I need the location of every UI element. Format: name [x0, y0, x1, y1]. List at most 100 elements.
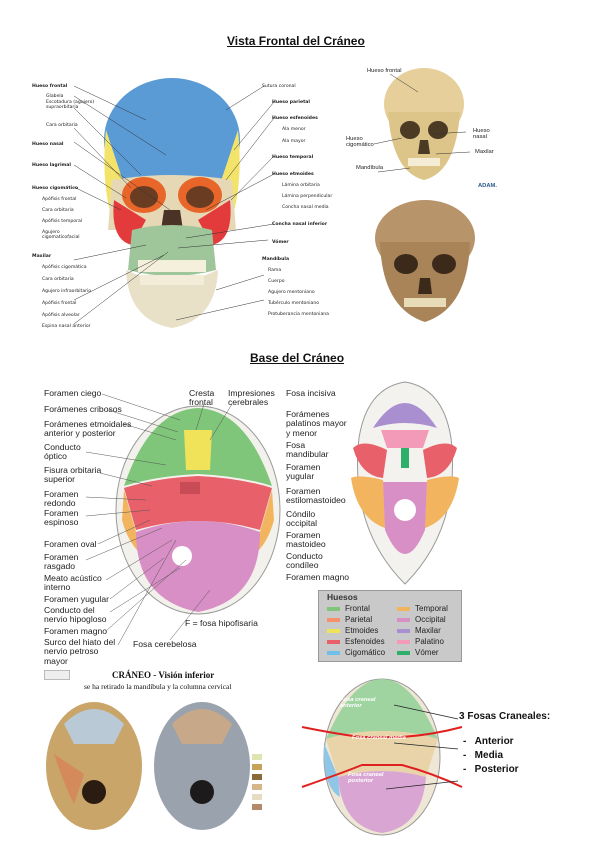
legend-label: Frontal: [345, 604, 370, 613]
base-label: Foramen mastoideo: [286, 530, 326, 550]
inferior-skull-photos: [44, 694, 268, 834]
legend-title: Huesos: [327, 592, 358, 602]
legend-item: Cigomático: [327, 648, 385, 657]
base-label: Impresiones cerebrales: [228, 388, 275, 408]
legend-item: Esfenoides: [327, 637, 385, 646]
title-front: Vista Frontal del Cráneo: [227, 34, 365, 48]
small-skull-label: Maxilar: [475, 149, 494, 155]
fossa-label: Fosa craneal anterior: [340, 697, 376, 710]
base-label: Conducto del nervio hipogloso: [44, 605, 107, 625]
front-label: Hueso frontal: [32, 84, 68, 89]
base-label: Foramen ciego: [44, 388, 102, 398]
base-label: Fisura orbitaria superior: [44, 465, 102, 485]
fosas-title: 3 Fosas Craneales:: [459, 711, 551, 722]
fosa-item: - Media: [463, 750, 504, 761]
small-skull-label: Hueso cigomático: [346, 136, 374, 149]
adam-logo: ADAM.: [478, 183, 497, 189]
front-label: Sutura coronal: [262, 84, 296, 89]
legend-label: Cigomático: [345, 648, 386, 657]
legend-item: Maxilar: [397, 626, 441, 635]
legend-item: Parietal: [327, 615, 372, 624]
front-label: Hueso esfenoides: [272, 116, 318, 121]
front-label: Cara orbitaria: [46, 123, 78, 128]
legend-item: Palatino: [397, 637, 444, 646]
legend-swatch: [327, 650, 340, 655]
base-label: Surco del hiato del nervio petroso mayor: [44, 637, 116, 666]
front-label: Hueso etmoides: [272, 172, 314, 177]
legend-swatch: [327, 617, 340, 622]
front-label: Agujero cigomaticofacial: [42, 230, 80, 240]
front-label: Apófisis frontal: [42, 197, 77, 202]
legend-swatch: [397, 617, 410, 622]
small-skull-label: Mandíbula: [356, 165, 384, 171]
front-label: Apófisis temporal: [42, 219, 83, 224]
base-label: Forámenes etmoidales anterior y posterio…: [44, 419, 132, 439]
fosa-item: - Posterior: [463, 764, 519, 775]
small-skull-label: Hueso frontal: [367, 68, 402, 74]
front-label: Protuberancia mentoniana: [268, 312, 329, 317]
legend-label: Vómer: [415, 648, 439, 657]
base-label: Foramen estilomastoideo: [286, 486, 346, 506]
base-label: Foramen magno: [286, 572, 350, 582]
legend-swatch: [327, 628, 340, 633]
front-label: Apófisis alveolar: [42, 313, 80, 318]
base-label: Conducto condíleo: [286, 551, 323, 571]
legend-swatch: [327, 606, 340, 611]
front-label: Concha nasal media: [282, 205, 329, 210]
front-label: Hueso parietal: [272, 100, 310, 105]
legend-swatch: [327, 639, 340, 644]
frontal-skull-illustration: [36, 70, 336, 338]
front-label: Apófisis cigomática: [42, 265, 87, 270]
legend-swatch: [397, 650, 410, 655]
fossa-label: Fosa craneal media: [352, 735, 406, 741]
inferior-view-title: CRÁNEO - Visión inferior: [112, 670, 215, 680]
front-label: Cuerpo: [268, 279, 285, 284]
base-label: Foramen oval: [44, 539, 97, 549]
front-label: Glabela: [46, 94, 64, 99]
front-label: Ala mayor: [282, 139, 306, 144]
legend-label: Temporal: [415, 604, 448, 613]
inferior-view-subtitle: se ha retirado la mandíbula y la columna…: [84, 682, 232, 691]
fossa-label: Fosa craneal posterior: [348, 772, 384, 785]
legend-swatch: [397, 639, 410, 644]
legend-swatch: [397, 606, 410, 611]
small-skull-label: Hueso nasal: [473, 128, 490, 141]
front-label: Apófisis frontal: [42, 301, 77, 306]
front-label: Escotadura (agujero) supraorbitaria: [46, 100, 95, 110]
base-label: Foramen redondo: [44, 489, 79, 509]
base-label: Fosa cerebelosa: [133, 639, 197, 649]
front-label: Hueso nasal: [32, 142, 64, 147]
front-label: Espina nasal anterior: [42, 324, 91, 329]
front-label: Agujero infraorbitario: [42, 289, 92, 294]
front-label: Cara orbitaria: [42, 208, 74, 213]
legend-item: Etmoides: [327, 626, 378, 635]
base-label: Conducto óptico: [44, 442, 81, 462]
front-label: Vómer: [272, 240, 289, 245]
legend-swatch: [397, 628, 410, 633]
front-label: Concha nasal inferior: [272, 222, 328, 227]
front-label: Lámina perpendicular: [282, 194, 333, 199]
base-label: Foramen rasgado: [44, 552, 79, 572]
cranial-fossae-illustration: [301, 678, 463, 836]
cranial-base-external-illustration: [351, 381, 459, 585]
front-label: Hueso cigomático: [32, 186, 78, 191]
front-label: Tubérculo mentoniano: [268, 301, 320, 306]
base-label: Foramen yugular: [286, 462, 321, 482]
base-label: Foramen espinoso: [44, 508, 79, 528]
legend-item: Vómer: [397, 648, 439, 657]
legend-label: Occipital: [415, 615, 446, 624]
front-label: Lámina orbitaria: [282, 183, 320, 188]
front-label: Mandíbula: [262, 257, 290, 262]
legend-label: Esfenoides: [345, 637, 385, 646]
fosas-list: - Anterior - Media - Posterior: [463, 735, 519, 777]
skull-sketch-illustration: [373, 68, 471, 180]
front-label: Cara orbitaria: [42, 277, 74, 282]
base-label: Cóndilo occipital: [286, 509, 318, 529]
thumbnail-icon: [44, 670, 70, 680]
base-label: Forámenes cribosos: [44, 404, 122, 414]
base-label: Meato acústico interno: [44, 573, 102, 593]
base-label: Foramen magno: [44, 626, 108, 636]
base-label: Foramen yugular: [44, 594, 109, 604]
front-label: Agujero mentoniano: [268, 290, 315, 295]
